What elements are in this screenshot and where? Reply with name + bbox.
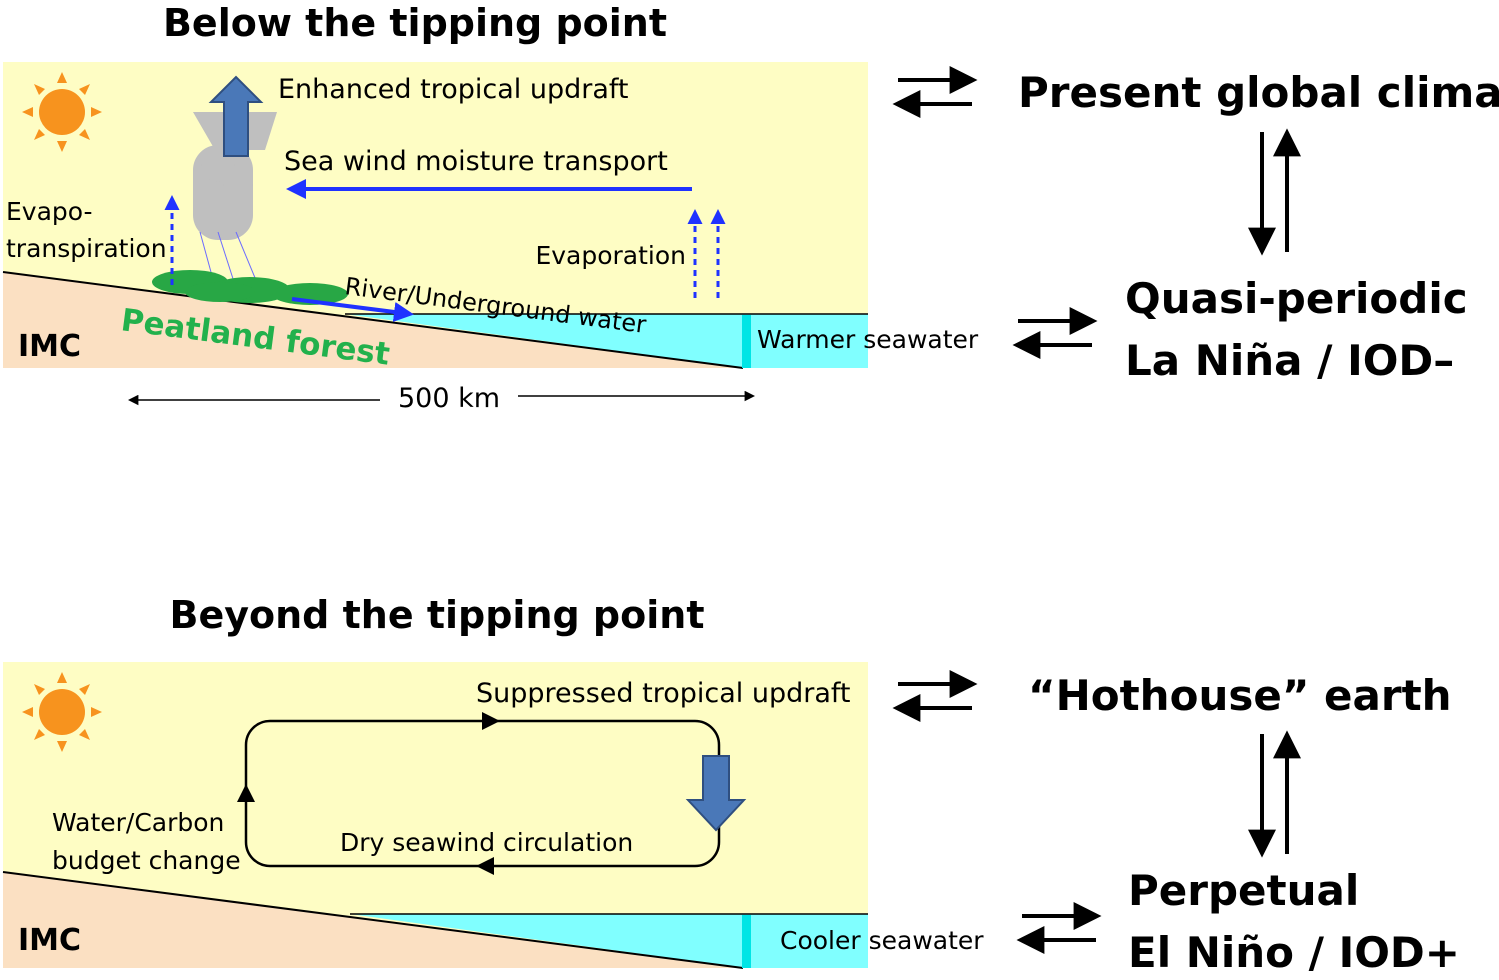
bottom-seawater-marker <box>742 915 751 968</box>
evapotranspiration-label-2: transpiration <box>6 234 167 263</box>
circulation-label: Dry seawind circulation <box>340 828 633 857</box>
loop-arrow-left <box>237 784 255 802</box>
loop-arrow-bottom <box>476 857 494 875</box>
budget-label-1: Water/Carbon <box>52 808 224 837</box>
top-title: Below the tipping point <box>163 1 667 45</box>
bottom-exchange-arrows <box>892 670 978 722</box>
sun-icon <box>22 672 102 752</box>
bottom-seawater-label: Cooler seawater <box>780 926 984 955</box>
sun-icon <box>22 72 102 152</box>
bottom-panel: Suppressed tropical updraft Water/Carbon… <box>2 662 984 969</box>
top-state-2-line2: La Niña / IOD– <box>1125 336 1454 385</box>
bottom-vertical-arrows <box>1248 730 1301 858</box>
bottom-title: Beyond the tipping point <box>170 593 705 637</box>
budget-label-2: budget change <box>52 846 241 875</box>
evapotranspiration-label-1: Evapo- <box>6 197 93 226</box>
evaporation-label: Evaporation <box>535 241 686 270</box>
sea-wind-label: Sea wind moisture transport <box>284 146 668 177</box>
top-exchange-arrows <box>892 66 978 118</box>
downdraft-arrow-icon <box>685 755 747 832</box>
top-imc-label: IMC <box>18 329 81 364</box>
bottom-state-2-line1: Perpetual <box>1128 866 1359 915</box>
top-sea-exchange-arrows <box>1012 307 1098 359</box>
bottom-sea <box>350 914 868 968</box>
loop-arrow-top <box>482 712 500 730</box>
bottom-state-1: “Hothouse” earth <box>1028 671 1452 720</box>
updraft-label: Enhanced tropical updraft <box>278 74 629 105</box>
river-arrow <box>291 297 414 322</box>
forest-icon <box>152 270 348 305</box>
top-sea <box>345 314 868 368</box>
bottom-state-2-line2: El Niño / IOD+ <box>1128 928 1460 977</box>
bottom-imc-label: IMC <box>18 923 81 958</box>
updraft-arrow-icon <box>208 75 264 157</box>
bottom-sea-exchange-arrows <box>1016 902 1102 954</box>
top-seawater-label: Warmer seawater <box>757 325 979 354</box>
top-vertical-arrows <box>1248 128 1301 256</box>
top-state-2-line1: Quasi-periodic <box>1125 274 1468 323</box>
top-panel: Enhanced tropical updraft Sea wind moist… <box>2 62 979 373</box>
suppressed-updraft-label: Suppressed tropical updraft <box>476 678 851 709</box>
scale-label: 500 km <box>398 383 500 414</box>
top-state-1: Present global climate <box>1018 68 1499 117</box>
top-seawater-marker <box>742 315 751 368</box>
